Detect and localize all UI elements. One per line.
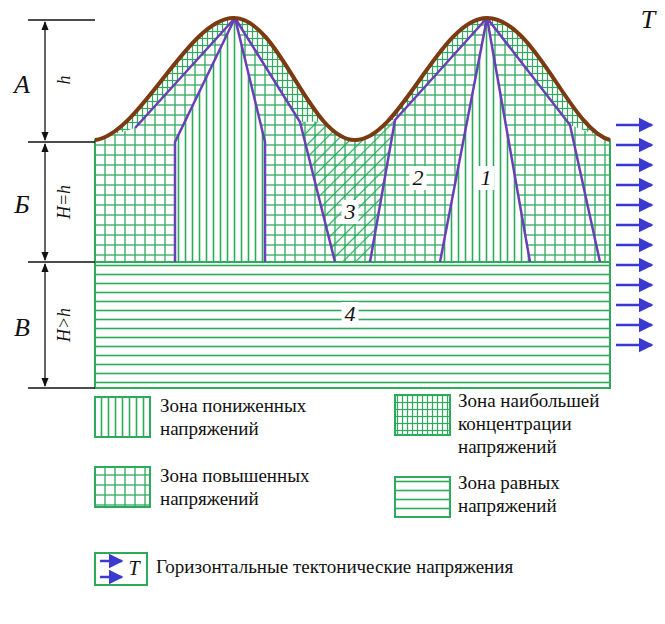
- zone-number: 3: [342, 200, 359, 224]
- legend-text: Зона наибольшей концентрации напряжений: [458, 390, 633, 458]
- legend-swatch: [95, 467, 150, 507]
- tectonic-arrow: [616, 144, 652, 147]
- tectonic-arrow: [616, 224, 652, 227]
- legend-swatch: [95, 397, 150, 437]
- tectonic-arrow: [616, 164, 652, 167]
- zone-number: 1: [478, 166, 495, 190]
- tectonic-arrow: [616, 184, 652, 187]
- zone-number: 2: [410, 166, 427, 190]
- tectonic-arrow: [616, 264, 652, 267]
- dimension-lines: [28, 20, 95, 388]
- stress-symbol: T: [641, 7, 655, 33]
- tectonic-arrow: [616, 324, 652, 327]
- dimension-label: H=h: [55, 185, 73, 219]
- legend-arrow: [100, 576, 122, 579]
- zone-letter: Б: [14, 192, 29, 218]
- zone-letter: А: [14, 72, 30, 98]
- legend-swatch: [395, 395, 450, 435]
- legend-text: Зона равных напряжений: [458, 472, 633, 518]
- tectonic-arrow: [616, 124, 652, 127]
- legend-swatch: [95, 553, 147, 585]
- tectonic-arrow: [616, 304, 652, 307]
- legend-text: Горизонтальные тектонические напряжения: [156, 556, 646, 579]
- relief-zones: [60, 0, 640, 270]
- legend-text: Зона пониженных напряжений: [160, 395, 335, 441]
- tectonic-arrow: [616, 204, 652, 207]
- stress-symbol: T: [128, 558, 139, 578]
- dimension-label: h: [55, 76, 73, 85]
- zone-letter: В: [14, 315, 30, 341]
- dimension-label: H>h: [55, 308, 73, 342]
- legend-text: Зона повышенных напряжений: [160, 465, 335, 511]
- relief-profile: [95, 18, 610, 140]
- zone-border: [135, 18, 600, 262]
- tectonic-arrow: [616, 244, 652, 247]
- tectonic-arrows: [616, 125, 652, 345]
- legend-swatch: [395, 477, 450, 517]
- zone-number: 4: [342, 302, 359, 326]
- equal-stress-zone: [95, 262, 610, 388]
- tectonic-arrow: [616, 344, 652, 347]
- legend-arrow: [100, 560, 122, 563]
- tectonic-arrow: [616, 284, 652, 287]
